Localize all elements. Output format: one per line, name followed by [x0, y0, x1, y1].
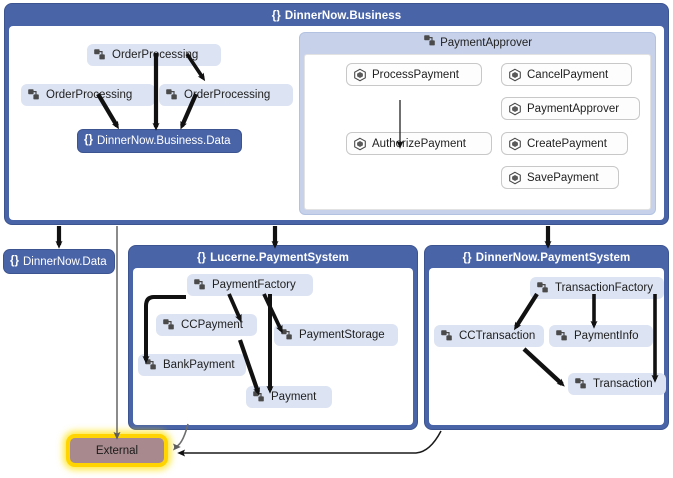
node-savepayment[interactable]: SavePayment: [501, 166, 619, 189]
node-label: PaymentApprover: [527, 102, 620, 115]
node-processpayment[interactable]: ProcessPayment: [346, 63, 482, 86]
node-external[interactable]: External: [66, 434, 168, 467]
method-icon: [353, 137, 367, 151]
node-label: DinnerNow.Business.Data: [96, 135, 231, 147]
node-paymentapprover-method[interactable]: PaymentApprover: [501, 97, 640, 120]
node-label: CCTransaction: [459, 330, 536, 342]
namespace-glyph: {}: [271, 10, 281, 22]
container-body-dinnernow-paymentsystem: TransactionFactory CCTransaction: [429, 268, 666, 425]
node-bankpayment[interactable]: BankPayment: [138, 354, 246, 376]
node-orderprocessing-top[interactable]: OrderProcessing: [87, 44, 221, 66]
container-body-lucerne: PaymentFactory CCPayment: [133, 268, 413, 425]
node-label: OrderProcessing: [184, 89, 271, 101]
container-title-text: DinnerNow.Business: [284, 10, 402, 22]
container-title-dinnernow-paymentsystem: {}DinnerNow.PaymentSystem: [428, 249, 665, 268]
group-title-text: PaymentApprover: [440, 37, 533, 49]
node-transaction[interactable]: Transaction: [568, 373, 666, 395]
method-icon: [353, 68, 367, 82]
node-label: PaymentStorage: [299, 329, 385, 341]
namespace-glyph: {}: [10, 254, 19, 267]
group-body-payment-approver: ProcessPayment AuthorizePayment: [304, 54, 651, 210]
container-lucerne-paymentsystem[interactable]: {}Lucerne.PaymentSystem PaymentFactory: [128, 245, 418, 430]
node-label: OrderProcessing: [46, 89, 133, 101]
node-dinnernow-data[interactable]: {} DinnerNow.Data: [3, 249, 115, 274]
node-label: TransactionFactory: [555, 282, 653, 294]
node-paymentinfo[interactable]: PaymentInfo: [549, 325, 653, 347]
node-dinnernow-business-data[interactable]: {} DinnerNow.Business.Data: [77, 129, 242, 153]
container-dinnernow-business[interactable]: {}DinnerNow.Business OrderProcessing: [4, 3, 669, 225]
type-icon: [162, 318, 176, 332]
node-authorizepayment[interactable]: AuthorizePayment: [346, 132, 492, 155]
node-label: DinnerNow.Data: [22, 255, 107, 268]
node-label: PaymentFactory: [212, 279, 296, 291]
type-icon: [144, 358, 158, 372]
node-transactionfactory[interactable]: TransactionFactory: [530, 277, 664, 299]
node-createpayment[interactable]: CreatePayment: [501, 132, 628, 155]
type-icon: [280, 328, 294, 342]
type-icon: [574, 377, 588, 391]
node-payment[interactable]: Payment: [246, 386, 332, 408]
node-orderprocessing-right[interactable]: OrderProcessing: [159, 84, 293, 106]
node-label: Payment: [271, 391, 317, 403]
type-icon: [165, 88, 179, 102]
node-label: AuthorizePayment: [372, 137, 466, 150]
container-title-lucerne: {}Lucerne.PaymentSystem: [132, 249, 414, 268]
node-label: SavePayment: [527, 171, 599, 184]
node-orderprocessing-left[interactable]: OrderProcessing: [21, 84, 155, 106]
node-label: PaymentInfo: [574, 330, 639, 342]
node-paymentstorage[interactable]: PaymentStorage: [274, 324, 398, 346]
node-label: CancelPayment: [527, 68, 609, 81]
type-icon: [252, 390, 266, 404]
type-icon: [93, 48, 107, 62]
container-body-dinnernow-business: OrderProcessing OrderProcessing: [9, 26, 664, 220]
node-cancelpayment[interactable]: CancelPayment: [501, 63, 632, 86]
container-title-dinnernow-business: {}DinnerNow.Business: [8, 7, 665, 26]
namespace-glyph: {}: [196, 252, 207, 264]
method-icon: [508, 171, 522, 185]
group-payment-approver[interactable]: PaymentApprover ProcessPayment: [299, 32, 656, 215]
node-label: CreatePayment: [527, 137, 607, 150]
method-icon: [508, 102, 522, 116]
node-label: OrderProcessing: [112, 49, 199, 61]
namespace-glyph: {}: [462, 252, 472, 264]
method-icon: [508, 68, 522, 82]
node-ccpayment[interactable]: CCPayment: [156, 314, 257, 336]
type-icon: [193, 278, 207, 292]
type-icon: [536, 281, 550, 295]
method-icon: [508, 137, 522, 151]
container-dinnernow-paymentsystem[interactable]: {}DinnerNow.PaymentSystem TransactionFac…: [424, 245, 669, 430]
node-label: ProcessPayment: [372, 68, 459, 81]
container-title-text: Lucerne.PaymentSystem: [210, 252, 350, 264]
type-icon: [440, 329, 454, 343]
node-label: CCPayment: [181, 319, 243, 331]
type-icon: [423, 34, 437, 48]
edge-dinnernow-paymentsystem-to-external: [177, 430, 442, 457]
node-label: External: [95, 444, 139, 457]
type-icon: [555, 329, 569, 343]
type-icon: [27, 88, 41, 102]
node-paymentfactory[interactable]: PaymentFactory: [187, 274, 313, 296]
node-cctransaction[interactable]: CCTransaction: [434, 325, 544, 347]
container-title-text: DinnerNow.PaymentSystem: [475, 252, 631, 264]
namespace-glyph: {}: [84, 134, 93, 147]
group-title-payment-approver: PaymentApprover: [300, 33, 655, 53]
node-label: Transaction: [593, 378, 653, 390]
node-label: BankPayment: [163, 359, 235, 371]
